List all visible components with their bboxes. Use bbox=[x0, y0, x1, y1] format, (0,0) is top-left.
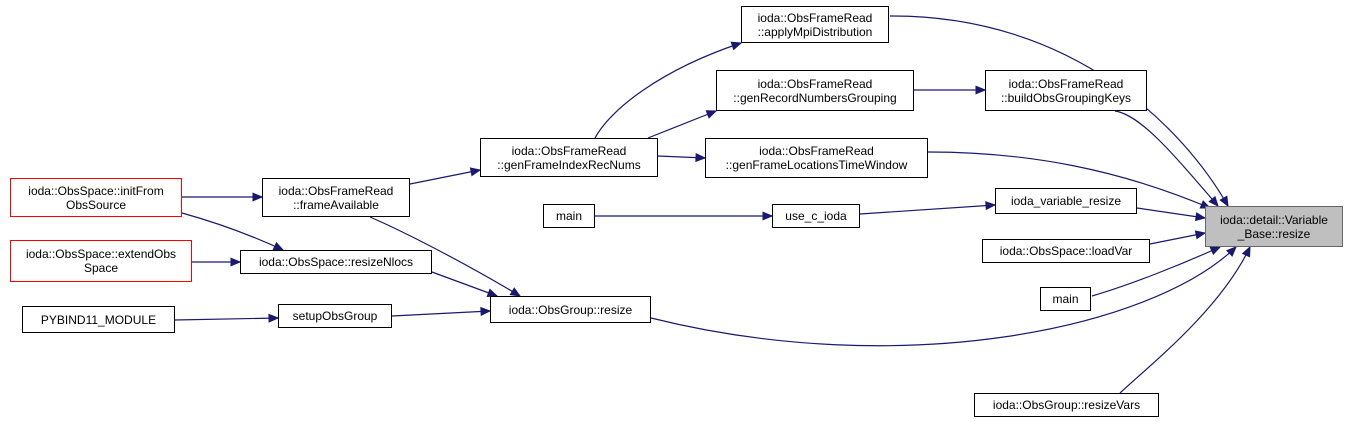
edge-frameavail-genframeidx bbox=[409, 169, 481, 185]
edge-resizenlocs-obsgroup bbox=[431, 271, 498, 297]
edge-genframeidx-genframeloc-arrowhead bbox=[695, 153, 707, 163]
edge-main2-root-arrowhead bbox=[1209, 246, 1222, 256]
node-label: ::applyMpiDistribution bbox=[757, 24, 873, 39]
edge-initfrom-resizenlocs-arrowhead bbox=[272, 241, 285, 251]
node-label: ioda::ObsFrameRead bbox=[759, 144, 874, 158]
edge-genrec-buildkeys-arrowhead bbox=[975, 85, 987, 95]
node-label: ::genFrameIndexRecNums bbox=[497, 157, 641, 172]
node-label: main bbox=[555, 209, 582, 223]
edge-frameavail-obsgroup-arrowhead bbox=[509, 287, 522, 297]
node-label: ioda::ObsFrameRead bbox=[1008, 76, 1124, 91]
node-genFrameIdx[interactable]: ioda::ObsFrameRead::genFrameIndexRecNums bbox=[480, 138, 658, 177]
edge-iodavar-root-arrowhead bbox=[1194, 212, 1207, 222]
node-label: ::buildObsGroupingKeys bbox=[1000, 90, 1132, 105]
node-label: ::genFrameLocationsTimeWindow bbox=[725, 158, 908, 172]
node-pybind[interactable]: PYBIND11_MODULE bbox=[22, 306, 175, 333]
edge-resizevars-root-arrowhead bbox=[1241, 245, 1251, 258]
node-label: ioda::ObsSpace::loadVar bbox=[999, 244, 1133, 258]
node-label: ::genRecordNumbersGrouping bbox=[733, 90, 897, 105]
node-genRecGroup[interactable]: ioda::ObsFrameRead::genRecordNumbersGrou… bbox=[716, 70, 914, 111]
node-label: ioda::ObsFrameRead bbox=[757, 10, 873, 25]
node-resizeNlocs[interactable]: ioda::ObsSpace::resizeNlocs bbox=[240, 250, 432, 274]
edge-genframeloc-root bbox=[927, 151, 1211, 209]
node-label: Space bbox=[83, 261, 119, 275]
node-useC[interactable]: use_c_ioda bbox=[772, 204, 860, 228]
node-label: ioda::ObsSpace::initFrom bbox=[28, 183, 164, 198]
node-label: ioda::ObsFrameRead bbox=[511, 143, 627, 158]
node-label: setupObsGroup bbox=[292, 309, 378, 323]
node-label: ioda::ObsGroup::resizeVars bbox=[992, 398, 1141, 412]
edge-initfrom-frameavail-arrowhead bbox=[252, 192, 264, 202]
edge-genframeidx-applympi bbox=[594, 42, 742, 139]
edge-genframeidx-genrec-arrowhead bbox=[705, 110, 718, 119]
edge-frameavail-obsgroup bbox=[369, 216, 521, 297]
edge-setupobs-obsgroup bbox=[391, 310, 491, 317]
edge-loadvar-root-arrowhead bbox=[1194, 230, 1207, 240]
node-genFrameLoc[interactable]: ioda::ObsFrameRead::genFrameLocationsTim… bbox=[705, 138, 928, 178]
edge-initfrom-resizenlocs bbox=[181, 212, 284, 251]
edge-usec-iodavar-arrowhead bbox=[985, 201, 997, 211]
edge-main2-root bbox=[1091, 246, 1221, 297]
node-root: ioda::detail::Variable_Base::resize bbox=[1205, 206, 1343, 247]
edge-usec-iodavar bbox=[859, 204, 996, 215]
edge-buildkeys-root-arrowhead bbox=[1208, 195, 1219, 207]
node-obsGroupResize[interactable]: ioda::ObsGroup::resize bbox=[490, 296, 651, 323]
node-main2[interactable]: main bbox=[1040, 287, 1091, 311]
edge-applympi-root-arrowhead bbox=[1219, 195, 1229, 208]
node-label: PYBIND11_MODULE bbox=[40, 312, 157, 327]
node-applyMpi[interactable]: ioda::ObsFrameRead::applyMpiDistribution bbox=[741, 6, 889, 43]
edge-resizevars-root bbox=[1119, 246, 1251, 394]
node-label: ObsSource bbox=[65, 197, 127, 212]
edge-obsgroup-root-arrowhead bbox=[1226, 246, 1237, 257]
edge-pybind-setupobs bbox=[174, 317, 279, 321]
node-resizeVars[interactable]: ioda::ObsGroup::resizeVars bbox=[974, 393, 1159, 417]
node-label: ioda::ObsFrameRead bbox=[757, 76, 873, 91]
node-buildKeys[interactable]: ioda::ObsFrameRead::buildObsGroupingKeys bbox=[985, 70, 1147, 111]
node-main1[interactable]: main bbox=[543, 204, 595, 228]
edge-buildkeys-root bbox=[1114, 110, 1219, 207]
edge-setupobs-obsgroup-arrowhead bbox=[480, 306, 492, 317]
node-iodaVarResize[interactable]: ioda_variable_resize bbox=[995, 188, 1137, 214]
edge-genframeidx-applympi-arrowhead bbox=[730, 41, 743, 51]
edge-iodavar-root bbox=[1136, 207, 1206, 219]
node-label: _Base::resize bbox=[1237, 226, 1311, 241]
node-label: main bbox=[1052, 292, 1079, 306]
edge-extendobs-resizenlocs-arrowhead bbox=[230, 257, 242, 267]
edge-main1-usec-arrowhead bbox=[762, 211, 774, 221]
edge-obsgroup-root bbox=[650, 246, 1237, 347]
edge-genframeidx-genrec bbox=[647, 110, 717, 139]
node-label: ioda::ObsSpace::extendObs bbox=[25, 247, 177, 261]
call-edges bbox=[174, 15, 1251, 394]
node-frameAvail[interactable]: ioda::ObsFrameRead::frameAvailable bbox=[262, 178, 410, 217]
node-label: ::frameAvailable bbox=[293, 197, 379, 212]
edge-pybind-setupobs-arrowhead bbox=[268, 313, 280, 323]
node-label: ioda::ObsGroup::resize bbox=[508, 302, 633, 317]
node-label: use_c_ioda bbox=[785, 209, 847, 223]
node-label: ioda::detail::Variable bbox=[1220, 212, 1328, 227]
node-label: ioda::ObsSpace::resizeNlocs bbox=[258, 255, 414, 269]
edge-frameavail-genframeidx-arrowhead bbox=[469, 167, 482, 177]
node-label: ioda_variable_resize bbox=[1010, 194, 1122, 208]
node-setupObs[interactable]: setupObsGroup bbox=[278, 304, 392, 328]
node-loadVar[interactable]: ioda::ObsSpace::loadVar bbox=[982, 239, 1150, 263]
node-label: ioda::ObsFrameRead bbox=[278, 183, 394, 198]
